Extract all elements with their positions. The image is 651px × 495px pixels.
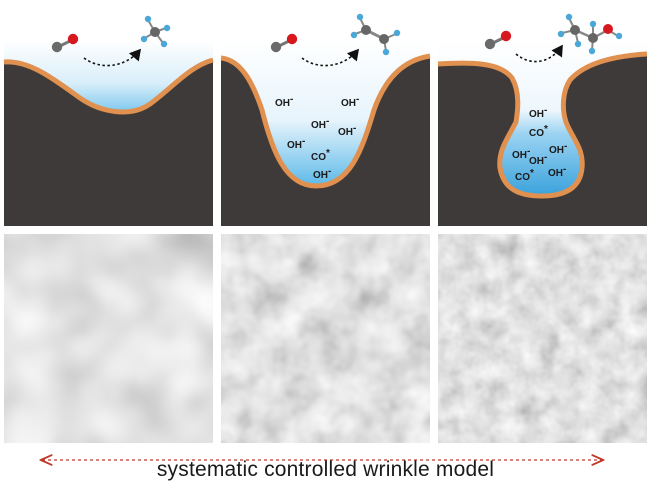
species-label: OH- [311, 116, 329, 131]
species-charge: * [530, 168, 534, 179]
species-label: OH- [275, 94, 293, 109]
species-charge: * [544, 124, 548, 135]
reaction-arrow [515, 44, 563, 63]
species-label: CO* [311, 148, 330, 163]
substrate [438, 54, 647, 226]
species-label: OH- [529, 105, 547, 120]
liquid-region [438, 40, 647, 196]
substrate [4, 60, 213, 226]
species-charge: - [356, 94, 359, 105]
species-charge: - [563, 164, 566, 175]
species-labels: OH-CO*OH-OH-OH-CO*OH- [512, 105, 567, 183]
species-charge: - [328, 166, 331, 177]
species-label: OH- [287, 136, 305, 151]
panel-medium-wrinkle: OH- OH- OH- OH- OH- CO* OH- [220, 2, 431, 226]
liquid-region [221, 40, 430, 186]
methane-molecule [140, 15, 171, 48]
coating-layer [220, 53, 431, 189]
panel-deep-wrinkle: OH-CO*OH-OH-OH-CO*OH- [437, 2, 648, 226]
species-charge: - [353, 123, 356, 134]
ethylene-molecule [350, 13, 401, 56]
species-label: OH- [529, 152, 547, 167]
species-charge: - [326, 116, 329, 127]
species-label: OH- [338, 123, 356, 138]
species-charge: - [302, 136, 305, 147]
species-label: OH- [548, 164, 566, 179]
co-molecule [484, 30, 512, 50]
ethanol-molecule [557, 13, 623, 55]
species-charge: - [527, 146, 530, 157]
sem-micrograph-3 [438, 234, 647, 443]
species-charge: - [544, 105, 547, 116]
species-label: OH- [512, 146, 530, 161]
coating-layer [3, 57, 214, 115]
species-label: OH- [341, 94, 359, 109]
substrate [221, 56, 430, 226]
co-molecule [270, 33, 298, 53]
species-charge: - [564, 141, 567, 152]
sem-micrograph-1 [4, 234, 213, 443]
species-charge: - [544, 152, 547, 163]
reaction-arrow [83, 48, 142, 67]
species-charge: - [290, 94, 293, 105]
panel-shallow-wrinkle [3, 2, 214, 226]
species-label: OH- [549, 141, 567, 156]
species-label: OH- [313, 166, 331, 181]
sem-micrograph-2 [221, 234, 430, 443]
co-molecule [51, 33, 79, 53]
species-label: CO* [515, 168, 534, 183]
figure-caption: systematic controlled wrinkle model [156, 458, 495, 481]
reaction-arrow [301, 48, 360, 67]
coating-layer [437, 51, 648, 199]
species-labels: OH- OH- OH- OH- OH- CO* OH- [275, 94, 359, 181]
species-label: CO* [529, 124, 548, 139]
species-charge: * [326, 148, 330, 159]
